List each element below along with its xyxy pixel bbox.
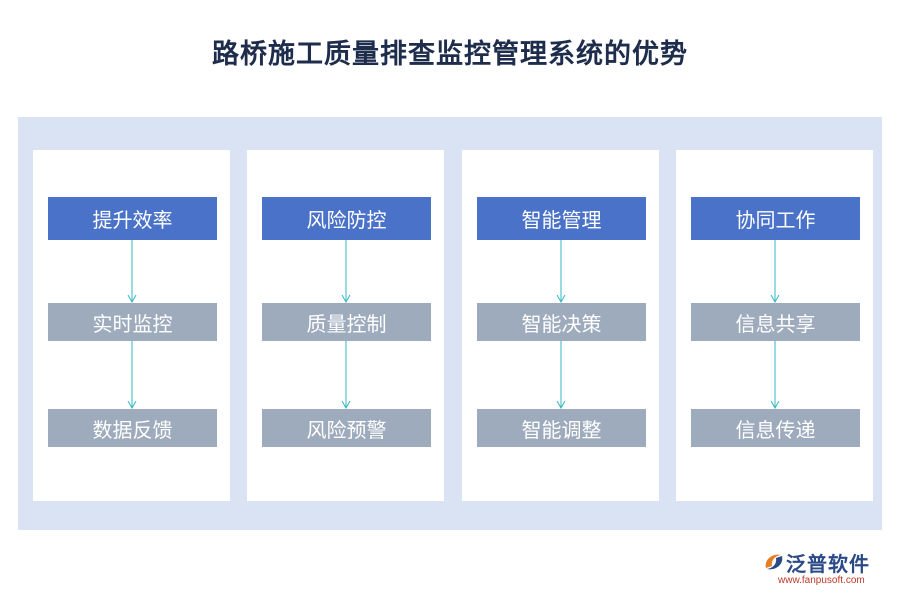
arrow-down-icon: [127, 240, 137, 304]
step-box: 智能决策: [477, 303, 646, 341]
step-box: 风险预警: [262, 409, 431, 447]
arrow-down-icon: [770, 240, 780, 304]
column-risk: 风险防控 质量控制 风险预警: [247, 150, 444, 501]
step-box: 智能调整: [477, 409, 646, 447]
logo-name: 泛普软件: [786, 552, 870, 576]
step-box: 信息传递: [691, 409, 860, 447]
diagram-panel: 提升效率 实时监控 数据反馈 风险防控 质量控制 风险预警 智能管理 智能决: [18, 117, 882, 530]
column-smart: 智能管理 智能决策 智能调整: [462, 150, 659, 501]
column-head: 风险防控: [262, 197, 431, 240]
arrow-down-icon: [341, 341, 351, 410]
column-head: 协同工作: [691, 197, 860, 240]
column-efficiency: 提升效率 实时监控 数据反馈: [33, 150, 230, 501]
step-box: 数据反馈: [48, 409, 217, 447]
arrow-down-icon: [556, 240, 566, 304]
step-box: 实时监控: [48, 303, 217, 341]
column-collab: 协同工作 信息共享 信息传递: [676, 150, 873, 501]
page-title: 路桥施工质量排查监控管理系统的优势: [212, 39, 688, 70]
arrow-down-icon: [341, 240, 351, 304]
column-head: 智能管理: [477, 197, 646, 240]
arrow-down-icon: [127, 341, 137, 410]
column-head: 提升效率: [48, 197, 217, 240]
logo-swirl-icon: [765, 554, 783, 570]
brand-logo: 泛普软件 www.fanpusoft.com: [758, 548, 888, 590]
arrow-down-icon: [770, 341, 780, 410]
step-box: 信息共享: [691, 303, 860, 341]
logo-url: www.fanpusoft.com: [778, 575, 865, 586]
arrow-down-icon: [556, 341, 566, 410]
step-box: 质量控制: [262, 303, 431, 341]
